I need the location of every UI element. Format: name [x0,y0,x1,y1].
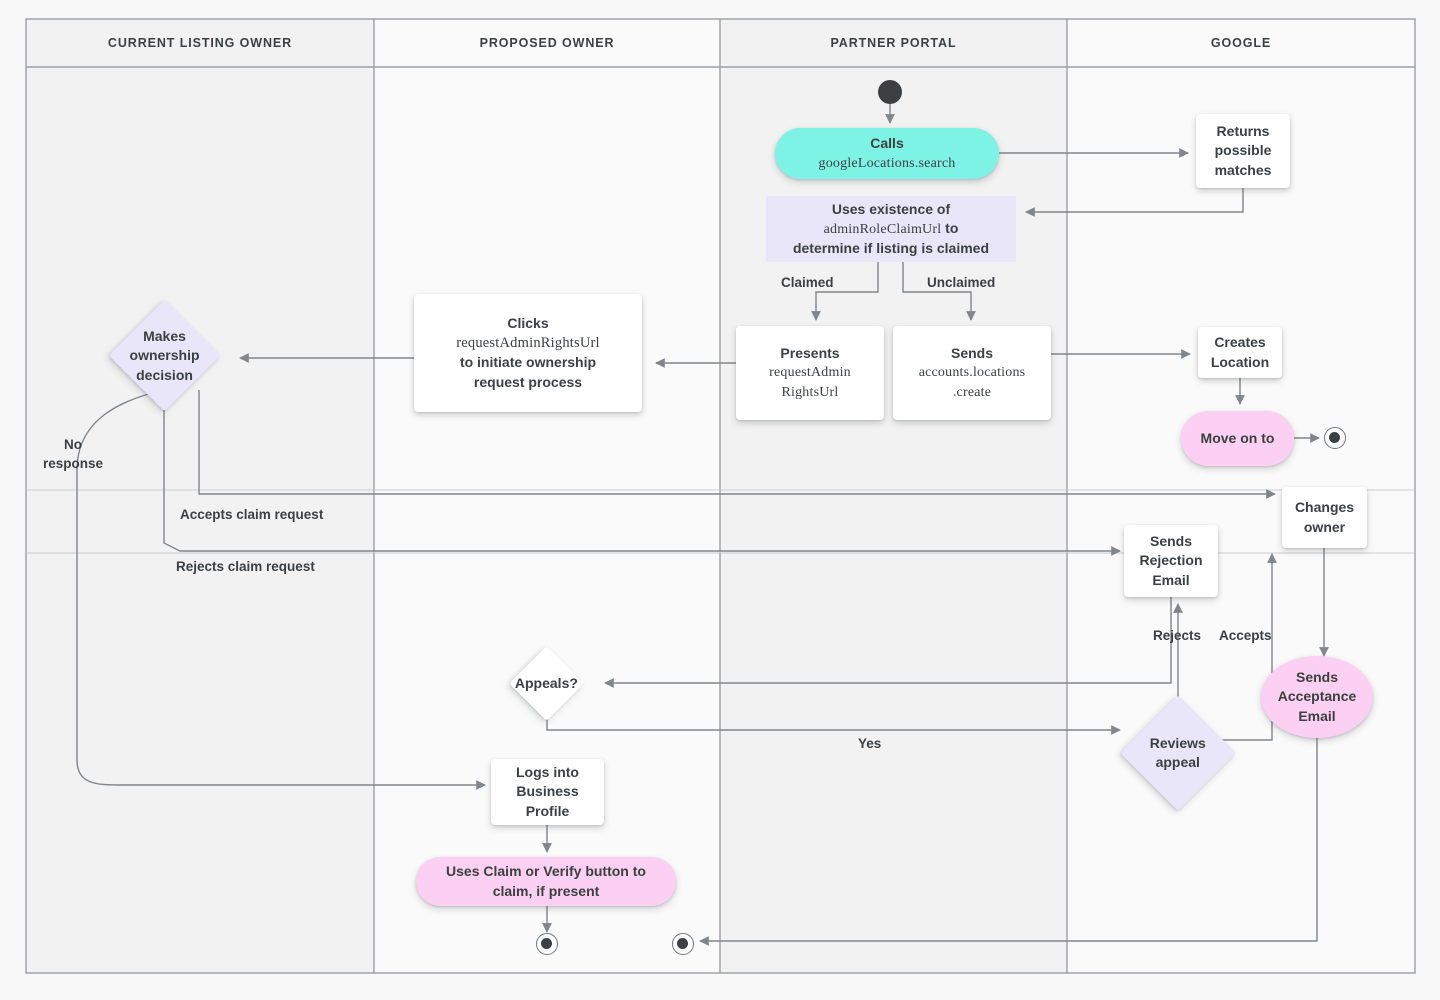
lane-label: CURRENT LISTING OWNER [107,36,293,50]
node-sends-rejection-email[interactable]: Sends Rejection Email [1124,525,1218,597]
node-line-2: claim, if present [492,882,600,899]
node-returns-possible-matches[interactable]: Returns possible matches [1196,114,1290,188]
start-node [878,80,902,104]
node-line-2: requestAdmin [769,365,851,381]
node-sends-acceptance-email[interactable]: Sends Acceptance Email [1261,656,1373,738]
node-line-1: Sends [950,345,993,362]
node-line-1: Calls [870,135,904,152]
node-line-3: to initiate ownership [459,354,597,371]
node-uses-claim-or-verify-button[interactable]: Uses Claim or Verify button to claim, if… [416,857,676,906]
node-line-2-suffix: to [941,219,959,236]
node-line-1: Uses existence of [831,200,951,217]
edge-label-accepts-claim-request: Accepts claim request [180,507,324,522]
node-text: Makes ownership decision [129,327,200,383]
lane-label: PROPOSED OWNER [479,36,615,50]
node-line-2: accounts.locations [918,365,1026,381]
node-text: Appeals? [514,674,579,691]
end-node-partner-portal [672,933,694,955]
node-line-4: request process [473,373,583,390]
node-line-2: googleLocations.search [818,155,956,171]
lane-header-partner-portal: PARTNER PORTAL [720,19,1067,67]
node-presents-request-admin-rights-url[interactable]: Presents requestAdmin RightsUrl [736,326,884,420]
edge-label-no-response: No response [43,437,104,471]
node-line-1: Uses Claim or Verify button to [446,863,646,880]
edge-label-rejects: Rejects [1153,628,1202,643]
node-clicks-request-admin-rights-url[interactable]: Clicks requestAdminRightsUrl to initiate… [414,294,642,412]
node-line-1: Presents [780,345,840,362]
node-line-3: determine if listing is claimed [792,240,990,257]
node-logs-into-business-profile[interactable]: Logs into Business Profile [491,759,604,825]
node-code-token: adminRoleClaimUrl [823,221,942,237]
end-node-google [1324,427,1346,449]
node-creates-location[interactable]: Creates Location [1198,327,1282,378]
node-calls-google-locations-search[interactable]: Calls googleLocations.search [775,128,999,179]
edge-label-unclaimed: Unclaimed [927,275,996,290]
lane-label: PARTNER PORTAL [830,36,957,50]
node-line-1: Clicks [507,315,549,332]
node-text: Reviews appeal [1149,734,1207,770]
node-line-3: .create [952,384,992,400]
edge-label-rejects-claim-request: Rejects claim request [176,559,315,574]
node-changes-owner[interactable]: Changes owner [1282,487,1367,548]
lane-header-proposed-owner: PROPOSED OWNER [374,19,720,67]
node-uses-existence-of-admin-role-claim-url[interactable]: Uses existence of adminRoleClaimUrl to d… [766,196,1016,262]
node-move-on-to[interactable]: Move on to [1181,411,1294,466]
edge-label-yes: Yes [858,736,882,751]
lane-label: GOOGLE [1210,36,1272,50]
lane-header-google: GOOGLE [1067,19,1415,67]
edge-label-claimed: Claimed [781,275,834,290]
lane-header-current-listing-owner: CURRENT LISTING OWNER [26,19,374,67]
end-node-proposed-owner [536,933,558,955]
node-line-2: requestAdminRightsUrl [456,335,600,352]
node-line-3: RightsUrl [781,384,839,400]
node-sends-accounts-locations-create[interactable]: Sends accounts.locations .create [893,326,1051,420]
edge-label-accepts: Accepts [1219,628,1272,643]
node-line-2: adminRoleClaimUrl to [772,219,1010,239]
